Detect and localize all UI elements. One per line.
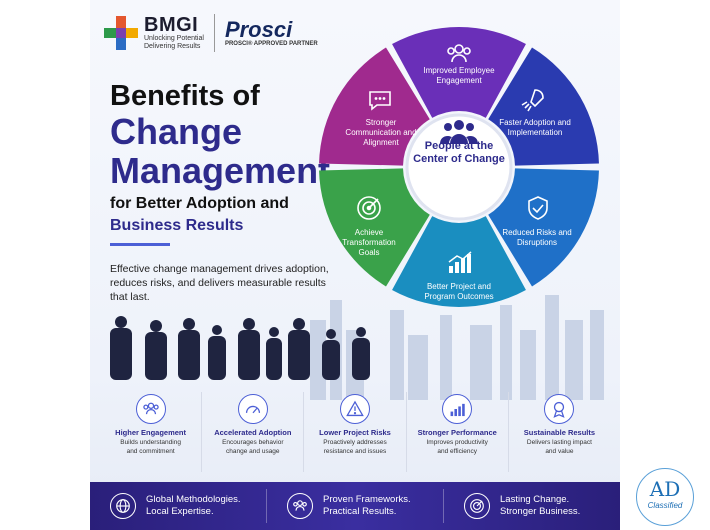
wheel-segment bbox=[392, 27, 526, 118]
bmgi-name: BMGI bbox=[144, 14, 199, 36]
footer-item-lasting: Lasting Change.Stronger Business. bbox=[444, 489, 620, 523]
target-icon bbox=[470, 499, 484, 513]
ad-classified-badge[interactable]: AD Classified bbox=[636, 468, 694, 526]
wheel-segment bbox=[319, 168, 430, 287]
footer-line-2: Stronger Business. bbox=[500, 506, 581, 517]
headline-line-3: Management bbox=[110, 150, 331, 191]
footer-item-frameworks: Proven Frameworks.Practical Results. bbox=[267, 489, 444, 523]
footer-line-1: Lasting Change. bbox=[500, 494, 570, 505]
benefit-card-engagement: Higher Engagement Builds understanding a… bbox=[100, 392, 203, 472]
benefit-desc-2: change and usage bbox=[226, 448, 280, 455]
benefit-desc-2: resistance and issues bbox=[323, 448, 387, 455]
city-skyline-illustration bbox=[110, 295, 604, 400]
footer-band: Global Methodologies.Local Expertise. Pr… bbox=[90, 482, 620, 530]
benefits-row: Higher Engagement Builds understanding a… bbox=[100, 392, 610, 472]
people-icon bbox=[293, 500, 307, 511]
wheel-segment bbox=[488, 47, 599, 166]
segment-label-adoption: Faster Adoption and Implementation bbox=[499, 118, 571, 137]
segment-label-engagement: Improved Employee Engagement bbox=[423, 66, 495, 85]
headline-underline bbox=[110, 243, 170, 246]
segment-label-transformation: Achieve Transformation Goals bbox=[342, 228, 396, 257]
badge-sub: Classified bbox=[647, 501, 683, 510]
benefit-desc-2: and commitment bbox=[126, 448, 175, 455]
headline: Benefits of Change Management for Better… bbox=[110, 80, 350, 246]
benefit-desc-1: Delivers lasting impact bbox=[526, 439, 592, 446]
prosci-name: Prosci bbox=[224, 17, 293, 42]
wheel-center-circle bbox=[405, 113, 513, 221]
people-center-icon bbox=[440, 120, 478, 144]
wheel-segment bbox=[488, 168, 599, 287]
footer-line-2: Local Expertise. bbox=[146, 506, 214, 517]
headline-line-5: Business Results bbox=[110, 217, 244, 234]
benefit-card-performance: Stronger Performance Improves productivi… bbox=[407, 392, 509, 472]
badge-main: AD bbox=[649, 477, 681, 501]
chat-icon bbox=[369, 91, 391, 111]
bmgi-tagline-2: Delivering Results bbox=[144, 43, 201, 50]
bmgi-logo-icon bbox=[104, 16, 138, 50]
infographic-poster: BMGI Unlocking Potential Delivering Resu… bbox=[90, 0, 620, 530]
benefit-title: Lower Project Risks bbox=[319, 428, 391, 437]
benefit-title: Accelerated Adoption bbox=[214, 428, 292, 437]
footer-line-1: Global Methodologies. bbox=[146, 494, 241, 505]
wheel-center-text: People at the Center of Change bbox=[413, 140, 505, 165]
speedometer-icon bbox=[245, 405, 260, 414]
wheel-segment bbox=[392, 216, 526, 307]
target-icon bbox=[357, 196, 381, 220]
headline-line-4: for Better Adoption and bbox=[110, 195, 289, 212]
logo-row: BMGI Unlocking Potential Delivering Resu… bbox=[104, 14, 318, 52]
benefit-title: Higher Engagement bbox=[115, 428, 187, 437]
benefit-card-sustainable: Sustainable Results Delivers lasting imp… bbox=[509, 392, 610, 472]
award-icon bbox=[553, 401, 565, 418]
description: Effective change management drives adopt… bbox=[110, 263, 329, 303]
benefit-desc-2: and value bbox=[545, 448, 574, 455]
shield-check-icon bbox=[528, 196, 548, 220]
warning-icon bbox=[346, 400, 364, 417]
wheel-graphic bbox=[319, 27, 599, 307]
segment-label-outcomes: Better Project and Program Outcomes bbox=[424, 282, 494, 301]
people-icon bbox=[142, 402, 159, 415]
benefit-desc-1: Improves productivity bbox=[426, 439, 488, 446]
headline-line-2: Change bbox=[110, 111, 243, 152]
prosci-tagline: PROSCI® APPROVED PARTNER bbox=[224, 41, 318, 47]
benefit-desc-2: and efficiency bbox=[437, 448, 478, 455]
globe-icon bbox=[116, 499, 130, 513]
footer-item-global: Global Methodologies.Local Expertise. bbox=[90, 489, 267, 523]
rocket-icon bbox=[521, 89, 544, 112]
footer-line-2: Practical Results. bbox=[323, 506, 397, 517]
segment-label-risks: Reduced Risks and Disruptions bbox=[502, 228, 572, 247]
bmgi-tagline-1: Unlocking Potential bbox=[144, 35, 204, 42]
benefit-card-risks: Lower Project Risks Proactively addresse… bbox=[304, 392, 407, 472]
people-icon bbox=[447, 44, 471, 63]
footer-line-1: Proven Frameworks. bbox=[323, 494, 411, 505]
bar-chart-icon bbox=[448, 251, 472, 273]
logo-divider bbox=[213, 14, 215, 52]
benefit-desc-1: Encourages behavior bbox=[222, 439, 284, 446]
benefit-title: Stronger Performance bbox=[417, 428, 497, 437]
benefit-card-adoption: Accelerated Adoption Encourages behavior… bbox=[202, 392, 305, 472]
benefit-desc-1: Proactively addresses bbox=[323, 439, 387, 446]
headline-line-1: Benefits of bbox=[110, 80, 260, 112]
segment-label-communication: Stronger Communication and Alignment bbox=[345, 118, 417, 147]
benefit-desc-1: Builds understanding bbox=[120, 439, 181, 446]
benefits-wheel: Improved Employee Engagement Faster Adop… bbox=[314, 22, 604, 312]
bar-chart-icon bbox=[450, 403, 465, 417]
benefit-title: Sustainable Results bbox=[523, 428, 596, 437]
